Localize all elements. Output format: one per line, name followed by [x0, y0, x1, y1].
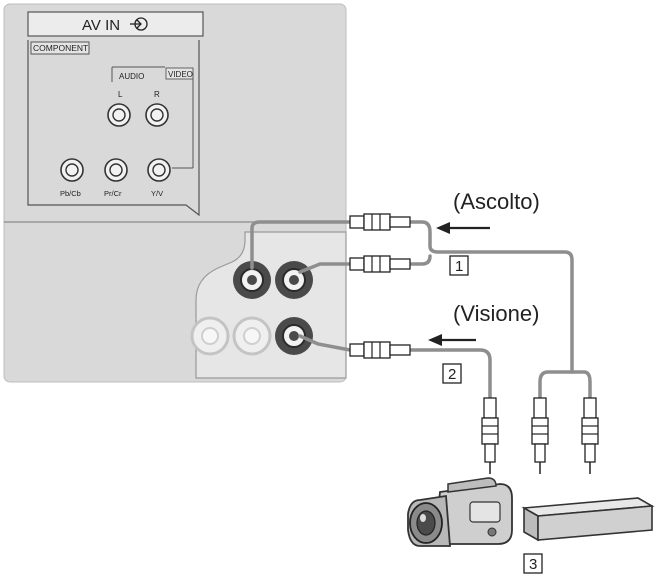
faded-jack-middle: [232, 316, 272, 356]
marker-1-label: 1: [455, 258, 463, 275]
pb-jack: [60, 158, 84, 182]
cable-video-2: [408, 348, 492, 400]
marker-3-label: 3: [529, 556, 537, 573]
rca-plug-audio-bottom: [349, 255, 411, 273]
pr-jack: [104, 158, 128, 182]
y-video-jack: [147, 158, 171, 182]
video-label: VIDEO: [168, 70, 193, 79]
marker-3: 3: [523, 553, 543, 574]
marker-2-label: 2: [448, 366, 456, 383]
audio-l-jack: [107, 103, 131, 127]
viewing-label: (Visione): [453, 301, 539, 326]
audio-left-label: L: [118, 90, 123, 99]
audio-out-right-jack: [275, 261, 313, 299]
arrow-listening: [436, 222, 490, 234]
cable-video: [298, 334, 352, 352]
listening-label: (Ascolto): [453, 189, 540, 214]
video-out-jack: [275, 317, 313, 355]
pr-label: Pr/Cr: [104, 189, 122, 198]
av-in-header: AV IN: [27, 11, 204, 37]
cable-audio-l: [250, 220, 352, 270]
arrow-viewing: [428, 334, 476, 346]
component-input-block: COMPONENT AUDIO VIDEO L R: [27, 40, 200, 217]
faded-jack-left: [190, 316, 230, 356]
rca-plug-camcorder: [481, 397, 499, 474]
cable-audio-bundle-2: [408, 254, 432, 266]
cable-audio-r: [298, 262, 352, 274]
audio-r-jack: [145, 103, 169, 127]
rca-plug-device-left: [531, 397, 549, 474]
pb-label: Pb/Cb: [60, 189, 81, 198]
marker-2: 2: [442, 363, 462, 384]
y-label: Y/V: [151, 189, 163, 198]
component-label: COMPONENT: [33, 43, 88, 53]
rca-plug-video: [349, 341, 411, 359]
rca-plug-audio-top: [349, 213, 411, 231]
set-top-box-icon: [521, 497, 655, 542]
marker-1: 1: [449, 255, 469, 276]
audio-right-label: R: [154, 90, 160, 99]
cable-audio-split-2: [570, 370, 592, 402]
cables: [250, 220, 592, 402]
audio-out-left-jack: [233, 261, 271, 299]
cable-audio-bundle: [408, 220, 574, 374]
rca-plug-device-right: [581, 397, 599, 474]
av-in-label: AV IN: [82, 17, 120, 34]
input-arrow-icon: [130, 17, 148, 31]
camcorder-icon: [407, 477, 513, 547]
cable-audio-split: [538, 370, 574, 402]
audio-label: AUDIO: [119, 72, 144, 81]
